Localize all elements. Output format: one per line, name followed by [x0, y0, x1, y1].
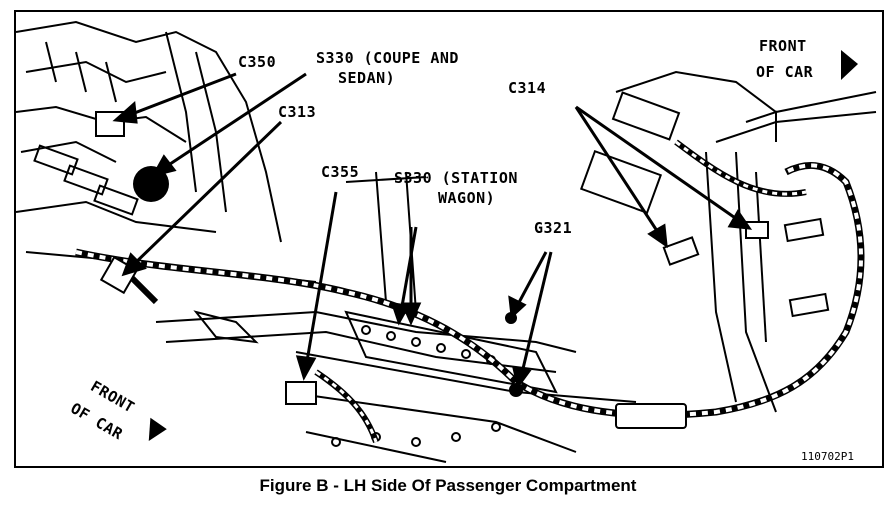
diagram-frame: C350 S330 (COUPE AND SEDAN) C313 C314 C3…: [14, 10, 884, 468]
label-s330-wagon-line1: S330 (STATION: [394, 169, 518, 187]
label-c355: C355: [321, 163, 360, 181]
label-s330-wagon-line2: WAGON): [438, 189, 496, 207]
label-c313: C313: [278, 103, 317, 121]
floor-panel: [155, 310, 637, 463]
front-arrow-bottom-shape: [148, 417, 167, 441]
connectors: [95, 91, 769, 405]
label-c314: C314: [508, 79, 547, 97]
label-s330-coupe-line1: S330 (COUPE AND: [316, 49, 459, 67]
wiring-illustration: [16, 20, 877, 463]
label-s330-coupe-line2: SEDAN): [338, 69, 396, 87]
label-front-of-car-top-line1: FRONT: [759, 37, 807, 55]
label-front-of-car-top-line2: OF CAR: [756, 63, 814, 81]
leader-arrows: [112, 72, 753, 390]
label-c350: C350: [238, 53, 277, 71]
figure-id: 110702P1: [801, 450, 854, 463]
front-arrow-top-shape: [841, 50, 858, 80]
label-g321: G321: [534, 219, 573, 237]
wiring-harness: [75, 139, 865, 443]
figure-caption: Figure B - LH Side Of Passenger Compartm…: [259, 476, 637, 495]
